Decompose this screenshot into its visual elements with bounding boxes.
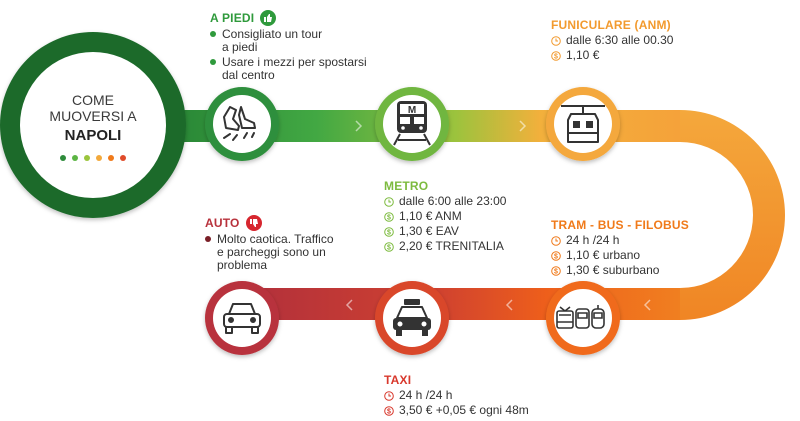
price-icon: $: [551, 50, 561, 61]
center-dot: [72, 155, 78, 161]
svg-text:$: $: [554, 253, 558, 260]
center-line1: COME: [72, 92, 114, 108]
svg-text:$: $: [554, 53, 558, 60]
cable-car-icon: [561, 105, 605, 143]
taxi-hours: 24 h /24 h: [399, 388, 453, 402]
clock-icon: [384, 196, 394, 207]
center-line3: NAPOLI: [65, 127, 122, 144]
taxi-title: TAXI: [384, 373, 412, 387]
node-funicolare[interactable]: [546, 87, 620, 161]
tram-hours: 24 h /24 h: [566, 233, 620, 247]
center-dot: [108, 155, 114, 161]
clock-icon: [384, 390, 394, 401]
tram-bus-icon: [556, 305, 605, 329]
svg-text:$: $: [387, 229, 391, 236]
thumbs-down-icon: [245, 215, 262, 231]
tram-price-1: 1,10 € urbano: [566, 248, 641, 262]
price-icon: $: [384, 211, 394, 222]
svg-text:$: $: [387, 408, 391, 415]
auto-title: AUTO: [205, 215, 240, 230]
funicolare-price: 1,10 €: [566, 48, 600, 62]
tram-price-2: 1,30 € suburbano: [566, 263, 660, 277]
node-a-piedi[interactable]: [205, 87, 279, 161]
metro-hours: dalle 6:00 alle 23:00: [399, 194, 507, 208]
metro-price-3: 2,20 € TRENITALIA: [399, 239, 504, 253]
direction-arrows: [175, 120, 651, 311]
center-badge: [0, 32, 186, 218]
taxi-icon: [393, 299, 431, 336]
center-dot: [120, 155, 126, 161]
center-color-dots: [60, 155, 126, 161]
clock-icon: [551, 35, 561, 46]
clock-icon: [551, 235, 561, 246]
svg-text:$: $: [387, 244, 391, 251]
price-icon: $: [384, 241, 394, 252]
node-taxi[interactable]: [375, 281, 449, 355]
taxi-block: TAXI 24 h /24 h $ 3,50 € +0,05 € ogni 48…: [384, 374, 584, 417]
metro-price-1: 1,10 € ANM: [399, 209, 462, 223]
funicolare-block: FUNICULARE (ANM) dalle 6:30 alle 00.30 $…: [551, 19, 751, 62]
a-piedi-bullet-1: Consigliato un tour a piedi: [210, 28, 380, 54]
metro-title: METRO: [384, 179, 429, 193]
a-piedi-bullet-2: Usare i mezzi per spostarsi dal centro: [210, 56, 380, 82]
node-auto[interactable]: [205, 281, 279, 355]
node-metro[interactable]: M: [375, 87, 449, 161]
center-dot: [60, 155, 66, 161]
funicolare-title: FUNICULARE (ANM): [551, 18, 671, 32]
car-icon: [223, 303, 261, 334]
price-icon: $: [551, 250, 561, 261]
taxi-price: 3,50 € +0,05 € ogni 48m: [399, 403, 529, 417]
auto-bullet-1: Molto caotica. Traffico e parcheggi sono…: [205, 233, 375, 272]
price-icon: $: [551, 265, 561, 276]
node-tram-bus[interactable]: [546, 281, 620, 355]
center-dot: [84, 155, 90, 161]
walking-feet-icon: [223, 106, 256, 141]
svg-text:M: M: [408, 105, 416, 116]
funicolare-hours: dalle 6:30 alle 00.30: [566, 33, 674, 47]
svg-text:$: $: [387, 214, 391, 221]
tram-title: TRAM - BUS - FILOBUS: [551, 218, 689, 232]
a-piedi-block: A PIEDI Consigliato un tour a piedi Usar…: [210, 10, 380, 82]
metro-block: METRO dalle 6:00 alle 23:00 $ 1,10 € ANM…: [384, 180, 584, 253]
center-line2: MUOVERSI A: [49, 108, 137, 124]
auto-block: AUTO Molto caotica. Traffico e parcheggi…: [205, 215, 375, 272]
metro-price-2: 1,30 € EAV: [399, 224, 459, 238]
price-icon: $: [384, 226, 394, 237]
metro-train-icon: M: [393, 101, 431, 146]
center-dot: [96, 155, 102, 161]
price-icon: $: [384, 405, 394, 416]
a-piedi-title: A PIEDI: [210, 10, 255, 25]
tram-block: TRAM - BUS - FILOBUS 24 h /24 h $ 1,10 €…: [551, 219, 751, 277]
thumbs-up-icon: [260, 10, 277, 26]
curve-path-band: [680, 110, 785, 320]
svg-text:$: $: [554, 268, 558, 275]
